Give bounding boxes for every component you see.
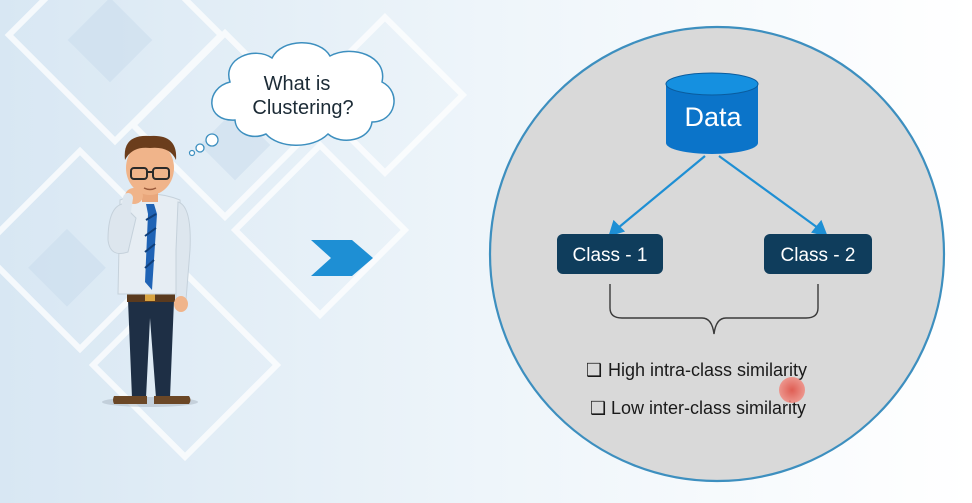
data-label: Data (684, 102, 742, 132)
thought-bubble-line-2: Clustering? (252, 97, 353, 119)
class-label-1: Class - 1 (573, 245, 648, 266)
property-text-1: High intra-class similarity (608, 360, 807, 380)
chevron-right-icon (311, 240, 373, 276)
thinking-person-illustration (102, 135, 198, 407)
property-bullet-1: ❑ (586, 360, 602, 380)
data-to-class-arrows (608, 155, 828, 237)
thought-bubble: What is Clustering? (188, 42, 395, 157)
grouping-brace (609, 284, 819, 335)
database-icon (665, 72, 759, 154)
property-bullet-2: ❑ (590, 398, 606, 418)
class-box-1: Class - 1 (557, 234, 663, 274)
pointer-dot-icon (779, 377, 805, 403)
property-text-2: Low inter-class similarity (611, 398, 806, 418)
thought-bubble-line-1: What is (264, 73, 331, 95)
class-label-2: Class - 2 (781, 245, 856, 266)
diagram-circle (488, 25, 946, 483)
class-box-2: Class - 2 (764, 234, 872, 274)
